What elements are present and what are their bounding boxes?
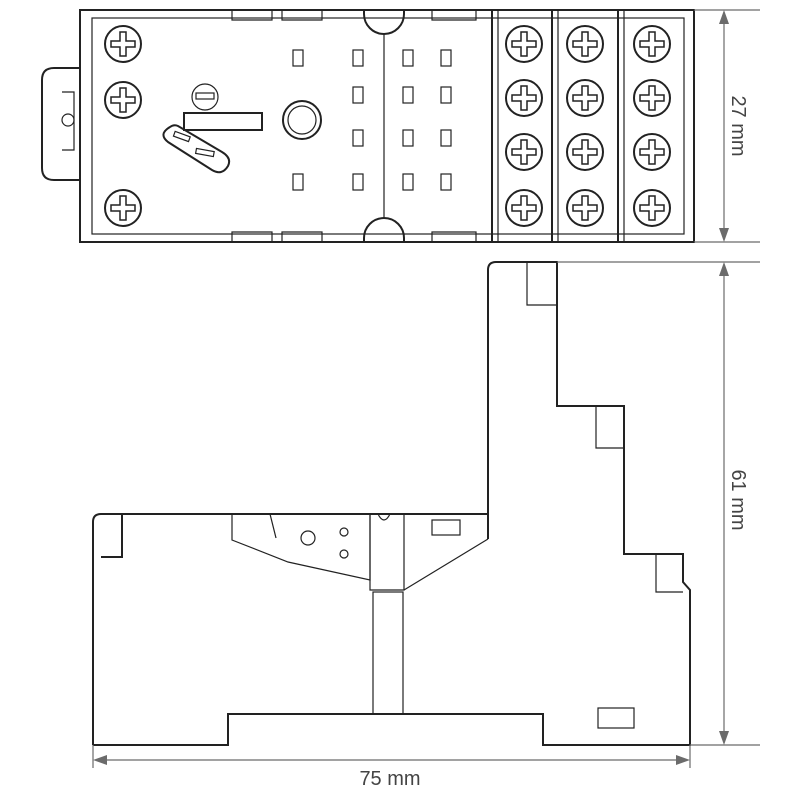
dimension-label-61mm: 61 mm xyxy=(727,469,749,530)
screw-icon xyxy=(633,25,671,63)
screw-icon xyxy=(566,133,604,171)
screw-icon xyxy=(633,79,671,117)
screw-icon xyxy=(633,189,671,227)
screw-icon xyxy=(505,189,543,227)
pin-hole-grid xyxy=(292,49,452,191)
screw-icon xyxy=(505,133,543,171)
side-view xyxy=(92,261,691,746)
top-view xyxy=(41,9,695,243)
screw-icon xyxy=(505,79,543,117)
screw-icon xyxy=(104,81,142,119)
screw-icon xyxy=(566,25,604,63)
screw-icon xyxy=(633,133,671,171)
screw-terminals xyxy=(104,25,671,227)
screw-icon xyxy=(104,25,142,63)
screw-icon xyxy=(566,79,604,117)
screw-icon xyxy=(104,189,142,227)
dimension-lines xyxy=(92,9,760,768)
screw-icon xyxy=(566,189,604,227)
screw-icon xyxy=(505,25,543,63)
dimension-label-75mm: 75 mm xyxy=(359,768,420,790)
dimension-label-27mm: 27 mm xyxy=(727,95,749,156)
